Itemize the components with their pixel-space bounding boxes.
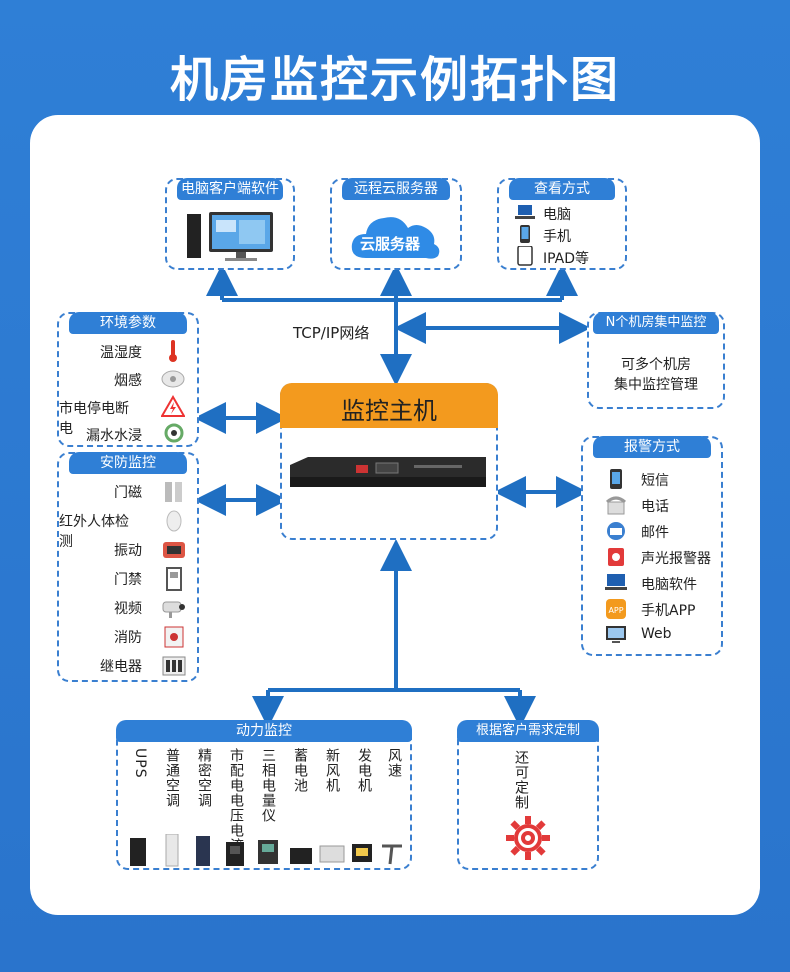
host-title-bar xyxy=(280,383,498,428)
n-center-desc-line2: 集中监控管理 xyxy=(614,377,698,393)
client-software-box: 电脑客户端软件 xyxy=(165,178,295,270)
email-icon xyxy=(607,522,625,540)
svg-text:APP: APP xyxy=(608,606,623,615)
n-center-desc-line1: 可多个机房 xyxy=(621,357,691,373)
n-center-box: N个机房集中监控 可多个机房 集中监控管理 xyxy=(587,312,725,409)
power-box: 动力监控 UPS 普通空调 精密空调 市配电电压电流 三相电量仪 蓄电池 新风机… xyxy=(116,720,412,870)
security-item-video: 视频 xyxy=(114,601,142,617)
power-item-ac: 普通空调 xyxy=(164,748,180,808)
host-title: 监控主机 xyxy=(341,397,437,425)
n-center-title: N个机房集中监控 xyxy=(593,312,719,334)
alarm-item-phone-call: 电话 xyxy=(641,499,669,515)
view-item-computer: 电脑 xyxy=(543,207,571,223)
camera-icon xyxy=(162,601,185,618)
power-item-three-phase: 三相电量仪 xyxy=(260,748,276,823)
view-methods-box: 查看方式 电脑 手机 IPAD等 xyxy=(497,178,627,270)
cloud-icon xyxy=(351,217,440,259)
water-sensor-icon xyxy=(164,423,184,443)
power-item-battery: 蓄电池 xyxy=(292,748,308,793)
security-box: 安防监控 门磁 红外人体检测 振动 门禁 视频 消防 继电器 xyxy=(57,452,199,682)
desktop-computer-icon xyxy=(187,212,273,261)
env-params-title: 环境参数 xyxy=(69,312,187,334)
alarm-item-sms: 短信 xyxy=(641,473,669,489)
phone-icon xyxy=(520,225,530,243)
pir-sensor-icon xyxy=(166,510,182,532)
alarm-box: 报警方式 短信 电话 邮件 声光报警器 电脑软件 APP 手机APP Web xyxy=(581,436,723,656)
laptop-icon xyxy=(515,205,535,219)
relay-icon xyxy=(162,656,186,676)
security-item-vibration: 振动 xyxy=(114,543,142,559)
power-device-icons xyxy=(130,834,402,867)
cloud-server-box: 远程云服务器 云服务器 xyxy=(330,178,462,270)
env-item-power-outage: 市电停电断电 xyxy=(59,401,129,437)
power-title: 动力监控 xyxy=(116,720,412,742)
alarm-item-pc-software: 电脑软件 xyxy=(641,577,697,593)
view-item-phone: 手机 xyxy=(543,229,571,245)
tablet-icon xyxy=(517,246,533,266)
alarm-title: 报警方式 xyxy=(593,436,711,458)
custom-desc: 还可定制 xyxy=(513,750,529,810)
power-item-generator: 发电机 xyxy=(356,748,372,793)
power-item-voltage-current: 市配电电压电流 xyxy=(228,748,244,853)
alarm-item-web: Web xyxy=(641,626,672,642)
cloud-label: 云服务器 xyxy=(360,235,421,253)
warning-icon xyxy=(161,395,185,417)
alarm-item-mobile-app: 手机APP xyxy=(641,603,696,619)
cloud-server-title: 远程云服务器 xyxy=(342,178,450,200)
custom-title: 根据客户需求定制 xyxy=(457,720,599,742)
fire-alarm-icon xyxy=(164,626,184,648)
power-item-fresh-air: 新风机 xyxy=(324,748,340,793)
smoke-detector-icon xyxy=(161,370,185,388)
power-item-wind-speed: 风速 xyxy=(386,748,402,778)
telephone-icon xyxy=(606,496,626,515)
env-item-temp-humidity: 温湿度 xyxy=(100,345,142,361)
security-item-access-control: 门禁 xyxy=(114,572,142,588)
env-params-box: 环境参数 温湿度 烟感 市电停电断电 漏水水浸 xyxy=(57,312,199,447)
custom-box: 根据客户需求定制 还可定制 xyxy=(457,720,599,870)
vibration-sensor-icon xyxy=(163,542,185,558)
host-box: 监控主机 xyxy=(280,383,498,540)
siren-icon xyxy=(608,548,624,566)
door-sensor-icon xyxy=(165,482,182,502)
env-item-water-leak: 漏水水浸 xyxy=(86,428,142,444)
security-title: 安防监控 xyxy=(69,452,187,474)
security-item-pir: 红外人体检测 xyxy=(59,514,129,550)
computer-software-icon xyxy=(605,574,627,590)
network-label: TCP/IP网络 xyxy=(293,324,370,342)
power-item-ups: UPS xyxy=(132,748,148,779)
alarm-item-email: 邮件 xyxy=(641,525,669,541)
view-item-ipad: IPAD等 xyxy=(543,251,590,267)
web-icon xyxy=(606,626,626,643)
client-software-title: 电脑客户端软件 xyxy=(177,178,283,200)
security-item-relay: 继电器 xyxy=(100,659,142,675)
view-methods-title: 查看方式 xyxy=(509,178,615,200)
page-title: 机房监控示例拓扑图 xyxy=(169,52,620,108)
app-icon: APP xyxy=(606,599,626,619)
env-item-smoke: 烟感 xyxy=(114,373,142,389)
thermometer-icon xyxy=(169,340,177,362)
access-control-icon xyxy=(166,567,182,591)
security-item-door-sensor: 门磁 xyxy=(114,485,142,501)
power-item-precision-ac: 精密空调 xyxy=(196,748,212,808)
host-device-icon xyxy=(290,457,486,487)
sms-icon xyxy=(610,469,622,489)
security-item-fire: 消防 xyxy=(114,630,142,646)
alarm-item-sound-light: 声光报警器 xyxy=(641,551,711,567)
gear-icon xyxy=(506,816,550,860)
